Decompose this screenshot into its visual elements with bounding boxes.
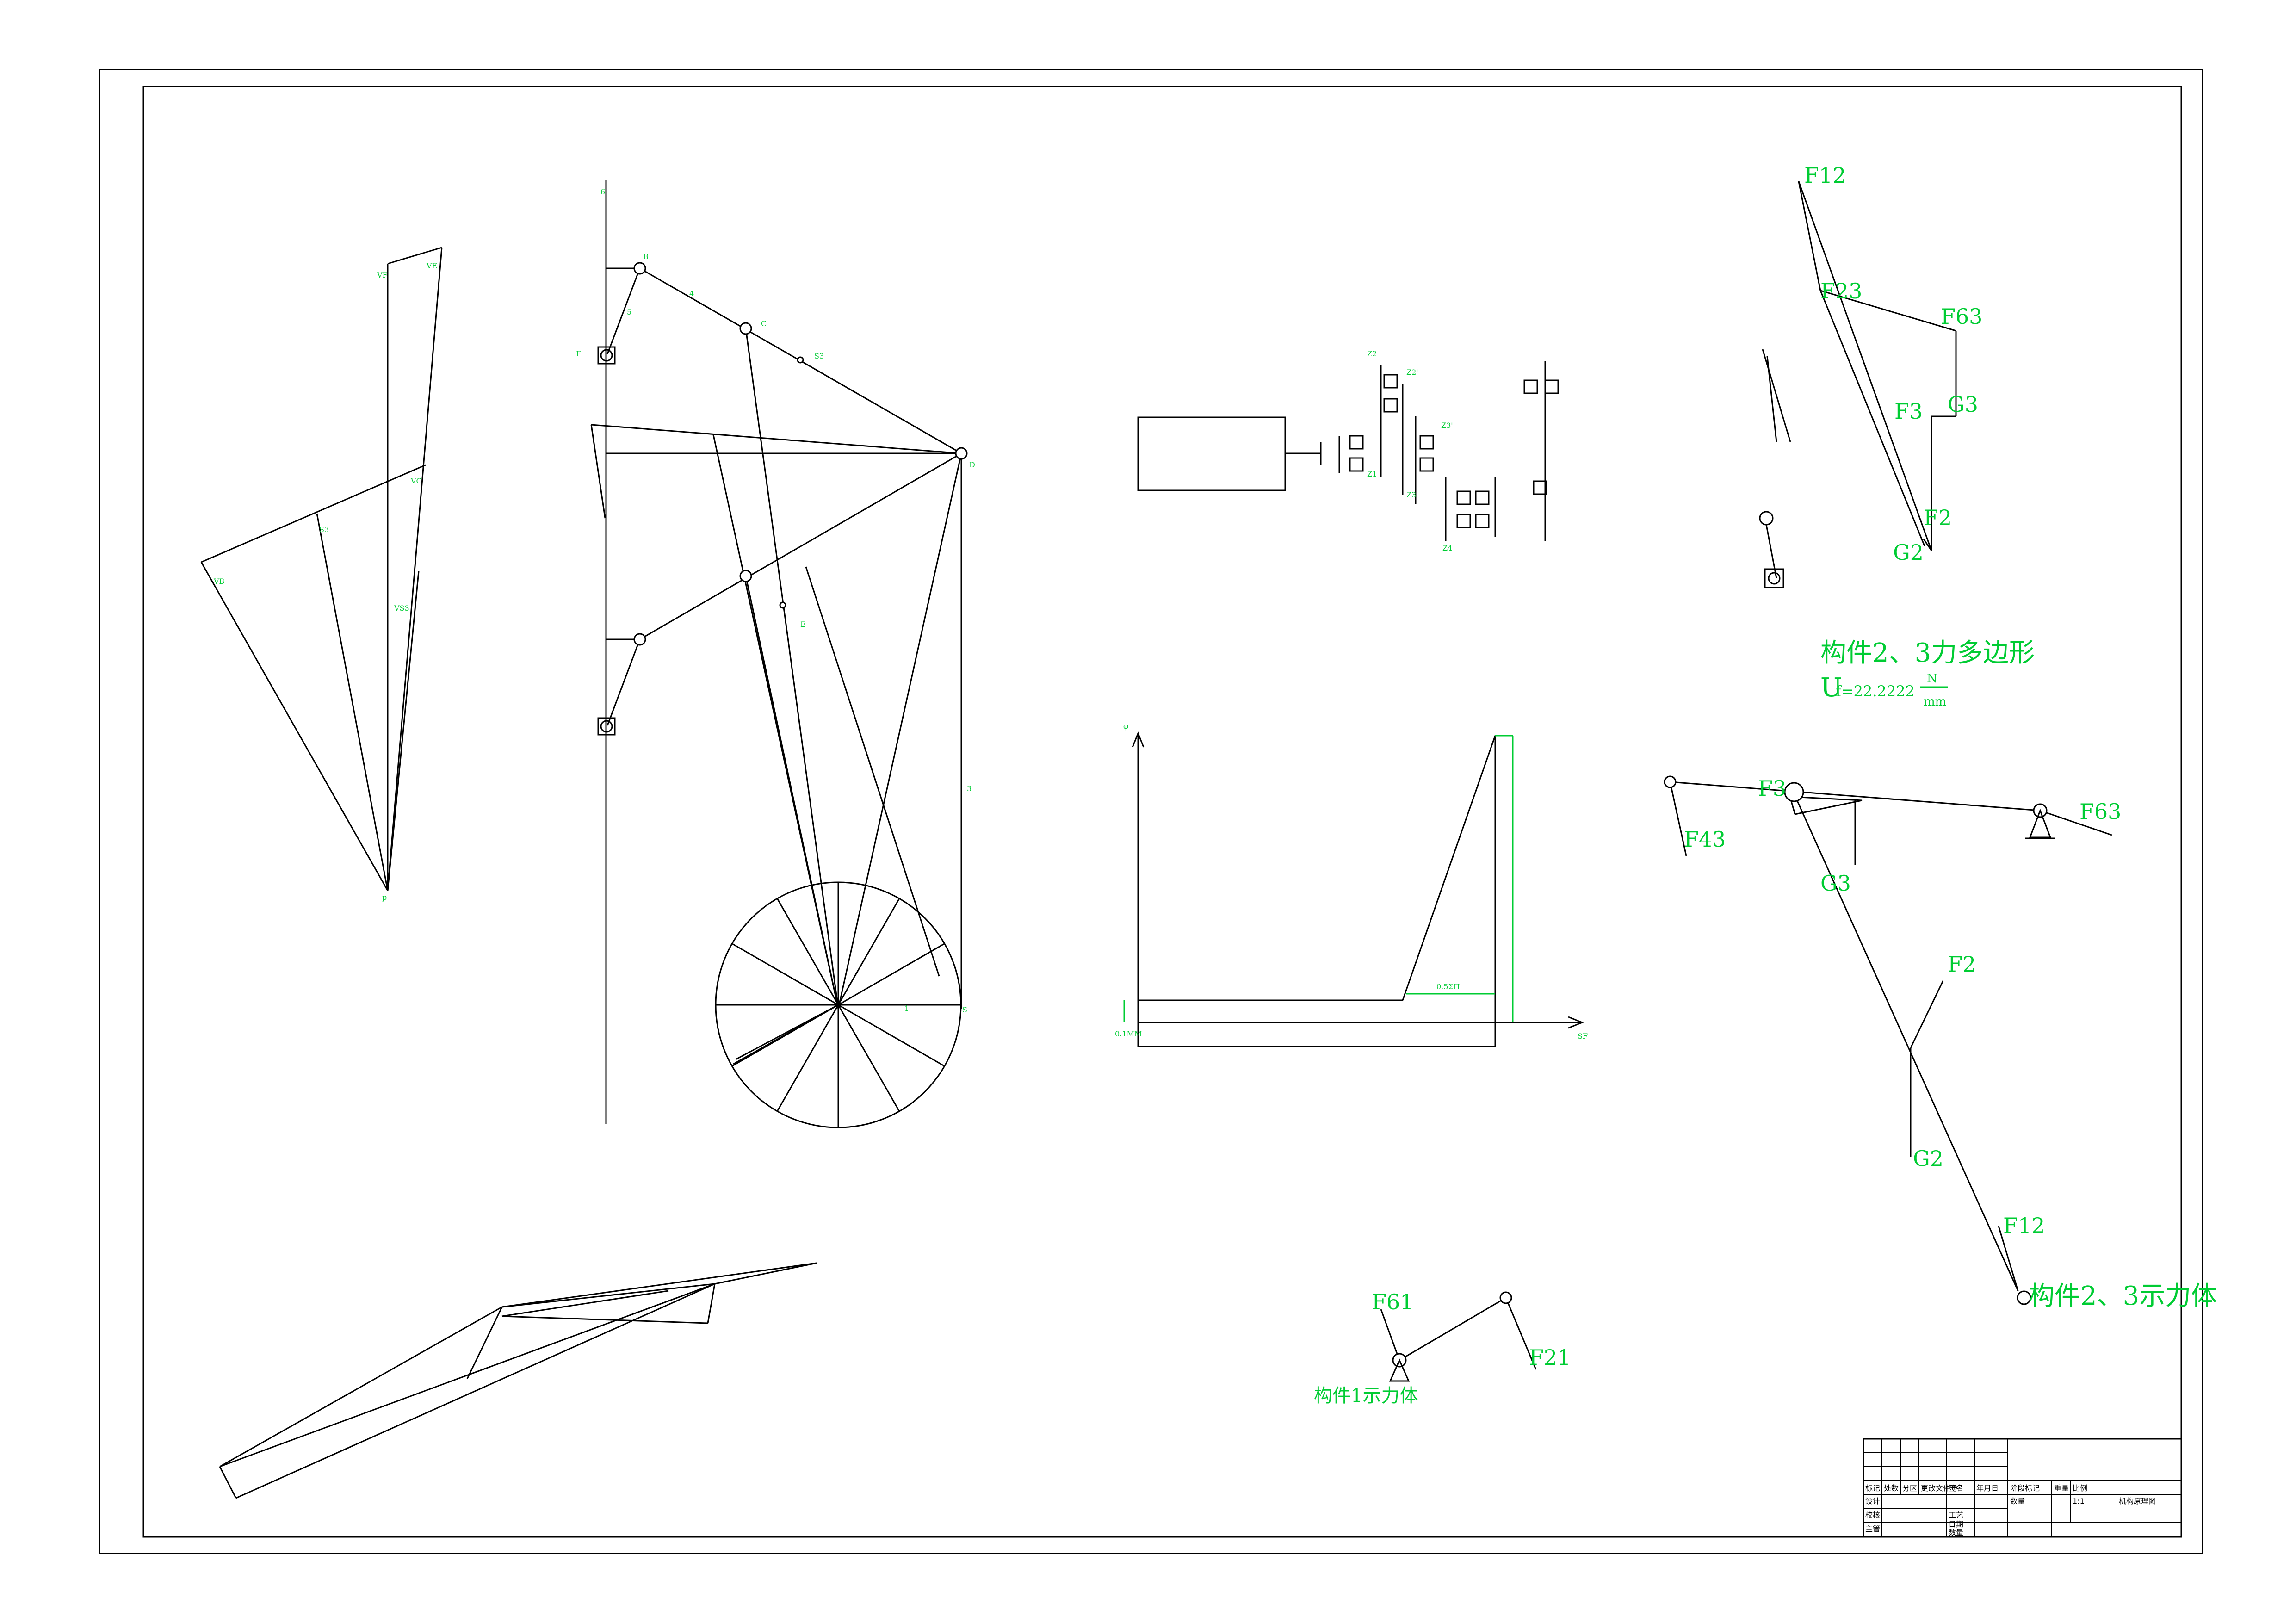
title-header-count: 处数 [1884, 1484, 1899, 1493]
force-scale-numerator: N [1927, 672, 1937, 686]
lever-free-body: F3 F63 F43 G3 [1664, 775, 2121, 1291]
title-header-date: 年月日 [1976, 1484, 1999, 1493]
gear-label-z3: Z3 [1406, 490, 1416, 499]
gear-label-z2p: Z2' [1406, 368, 1418, 377]
gear-label-z1: Z1 [1367, 470, 1377, 478]
title-header-zone: 分区 [1902, 1484, 1917, 1493]
drawing-title: 机构原理图 [2119, 1497, 2156, 1505]
title-sub-date: 日期 [1949, 1520, 1963, 1529]
force-scale-denominator: mm [1924, 695, 1946, 709]
mech-label-c: C [761, 319, 767, 328]
crank-free-body-caption: 构件1示力体 [1314, 1385, 1418, 1406]
title-header-mark: 标记 [1865, 1484, 1880, 1493]
velocity-polygon: VF VE VC VB VS3 S3 p [200, 247, 443, 902]
vp-label-vb: VB [213, 577, 224, 586]
vp-label-vc: VC [410, 477, 422, 485]
graph-y-axis-label: φ [1123, 722, 1128, 731]
mech-label-1: 1 [904, 1004, 909, 1013]
mech-label-3: 3 [967, 784, 972, 793]
title-row-design: 设计 [1865, 1497, 1880, 1505]
force-label-f2: F2 [1924, 505, 1952, 530]
title-scale-value: 1:1 [2073, 1497, 2085, 1505]
crank-label-f61: F61 [1372, 1289, 1413, 1314]
title-block: 标记 处数 分区 更改文件号 签名 年月日 设计 校核 主管 工艺 日期 数量 … [1863, 1438, 2182, 1538]
title-row-chief: 主管 [1865, 1524, 1880, 1533]
crank-free-body: F61 F21 构件1示力体 [1314, 1289, 1571, 1406]
gear-label-z2: Z2 [1367, 349, 1377, 358]
gear-label-z4: Z4 [1442, 544, 1452, 552]
title-cell-scale: 比例 [2073, 1484, 2087, 1493]
vp-label-vs3: VS3 [394, 604, 409, 613]
graph-x-axis-label: SF [1578, 1032, 1588, 1041]
link-free-body-caption: 构件2、3示力体 [2029, 1281, 2217, 1311]
link-free-body: F2 G2 F12 构件2、3示力体 [1910, 952, 2217, 1311]
mech-label-f: F [576, 349, 581, 358]
crank-label-f21: F21 [1529, 1345, 1571, 1370]
force-label-f12: F12 [1804, 163, 1846, 188]
force-scale-subscript: f=22.2222 [1836, 682, 1915, 700]
mech-label-b: B [643, 252, 649, 261]
force-label-f23: F23 [1820, 279, 1862, 304]
lever-label-f43: F43 [1684, 827, 1726, 852]
displacement-graph: φ SF 0.5ΣΠ 0.1ΜΜ [1115, 722, 1588, 1047]
vp-label-s3: S3 [319, 525, 329, 534]
inner-frame [142, 86, 2182, 1538]
title-sub-qty: 数量 [1949, 1528, 1963, 1537]
mechanism: B C S3 D E F 1 3 4 5 6 S [576, 180, 975, 1128]
graph-readout-left: 0.1ΜΜ [1115, 1029, 1142, 1038]
lever-label-f63: F63 [2079, 799, 2121, 824]
force-label-f3: F3 [1894, 399, 1923, 424]
title-cell-stage: 阶段标记 [2010, 1484, 2040, 1493]
title-sub-process: 工艺 [1949, 1511, 1963, 1519]
mech-label-d: D [969, 460, 975, 469]
mech-label-4: 4 [689, 289, 694, 298]
graph-readout-top: 0.5ΣΠ [1436, 982, 1460, 991]
lever-label-f3: F3 [1758, 776, 1786, 801]
vp-label-ve: VE [426, 261, 437, 270]
lever-label-g3: G3 [1820, 871, 1851, 896]
vp-label-p: p [382, 893, 387, 902]
force-scale-prefix: U [1820, 673, 1842, 703]
title-cell-weight: 重量 [2054, 1484, 2069, 1493]
link-label-f2: F2 [1948, 952, 1976, 977]
force-label-g3: G3 [1948, 392, 1978, 417]
vp-label-vf: VF [377, 271, 388, 279]
link-label-f12: F12 [2003, 1213, 2045, 1238]
outer-border [99, 69, 2203, 1554]
gear-train: Z2 Z2' Z1 Z3 Z3' Z4 [1137, 349, 1559, 552]
force-label-f63: F63 [1941, 304, 1982, 329]
title-header-change-no: 更改文件号 [1921, 1484, 1958, 1493]
force-polygon-caption: 构件2、3力多边形 [1820, 638, 2035, 668]
mech-label-e: E [800, 620, 806, 629]
mech-label-6: 6 [600, 187, 605, 196]
force-polygon: F12 F23 F63 F3 G3 F2 G2 构件2、3力多边形 U f=22… [1759, 163, 2035, 709]
title-sheet-label: 数量 [2010, 1497, 2025, 1505]
mech-label-s3: S3 [814, 352, 824, 360]
link-label-g2: G2 [1913, 1146, 1943, 1171]
mech-label-5: 5 [627, 308, 631, 316]
acceleration-polygon [219, 1262, 817, 1499]
mech-label-s: S [962, 1005, 967, 1014]
title-header-sign: 签名 [1949, 1484, 1963, 1493]
title-row-check: 校核 [1865, 1511, 1880, 1519]
force-label-g2: G2 [1893, 540, 1924, 565]
gear-label-z3p: Z3' [1441, 421, 1453, 430]
